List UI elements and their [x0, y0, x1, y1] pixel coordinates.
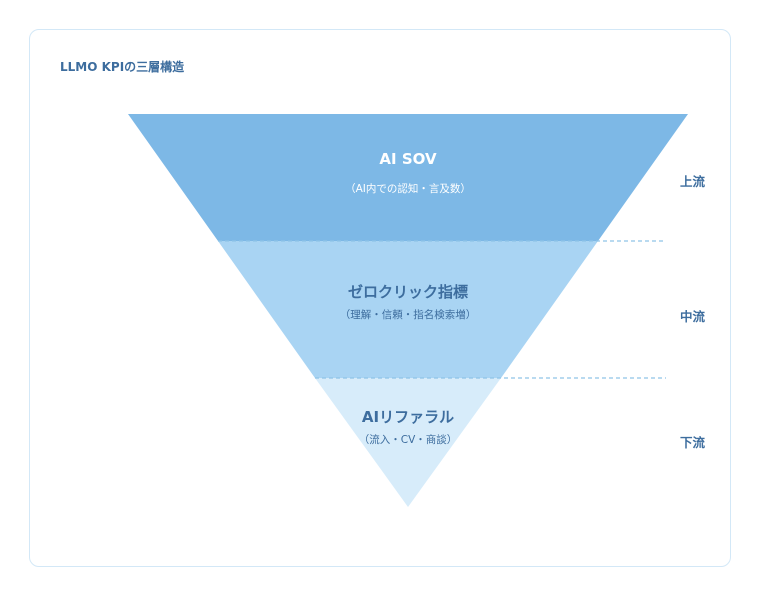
- layer-top-shape: [128, 114, 688, 241]
- layer-middle-name: ゼロクリック指標: [347, 283, 468, 301]
- stage-label-upstream: 上流: [680, 174, 706, 189]
- diagram-title: LLMO KPIの三層構造: [60, 60, 185, 74]
- layer-top-name: AI SOV: [379, 150, 437, 168]
- stage-label-midstream: 中流: [680, 309, 706, 324]
- layer-bottom-name: AIリファラル: [361, 408, 455, 426]
- layer-middle-detail: （理解・信頼・指名検索増）: [339, 309, 477, 321]
- layer-bottom-shape: [315, 378, 501, 507]
- layer-top-detail: （AI内での認知・言及数）: [345, 183, 471, 195]
- layer-bottom-detail: （流入・CV・商談）: [358, 434, 458, 446]
- layer-middle-shape: [218, 241, 598, 378]
- stage-label-downstream: 下流: [680, 435, 706, 450]
